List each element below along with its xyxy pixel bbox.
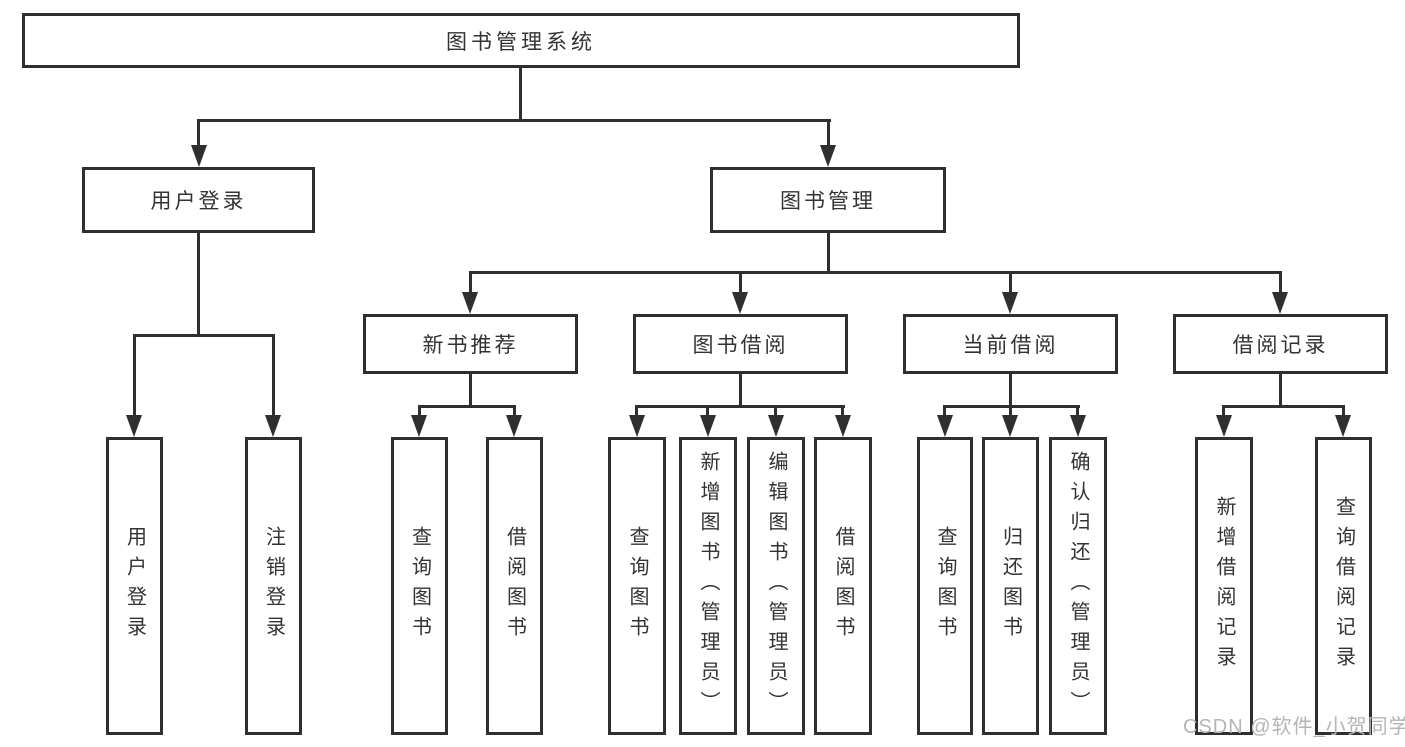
arrow-down-icon xyxy=(629,415,645,437)
csdn-watermark: CSDN @软件_小贺同学 xyxy=(1183,716,1405,738)
leaf-query-books: 查询图书 xyxy=(917,437,973,735)
connector-line xyxy=(1222,405,1344,408)
node-label: 图书管理 xyxy=(780,190,876,213)
arrow-down-icon xyxy=(462,292,478,314)
node-label: 图书管理系统 xyxy=(446,30,596,54)
connector-line xyxy=(1279,373,1282,407)
leaf-query-books: 查询图书 xyxy=(608,437,666,735)
connector-line xyxy=(635,405,845,408)
node-book-management: 图书管理 xyxy=(710,167,946,233)
connector-line xyxy=(197,119,831,122)
connector-line xyxy=(469,373,472,407)
connector-line xyxy=(1009,373,1012,407)
connector-line xyxy=(827,119,830,147)
leaf-user-login: 用户登录 xyxy=(106,437,163,735)
leaf-confirm-return-admin: 确认归还（管理员） xyxy=(1049,437,1107,735)
node-label: 用户登录 xyxy=(150,190,247,213)
arrow-down-icon xyxy=(768,415,784,437)
leaf-label: 编辑图书（管理员） xyxy=(765,451,787,721)
connector-line xyxy=(1009,405,1012,417)
arrow-down-icon xyxy=(1335,415,1351,437)
leaf-label: 借阅图书 xyxy=(832,526,854,646)
arrow-down-icon xyxy=(1216,415,1232,437)
leaf-label: 新增借阅记录 xyxy=(1213,496,1235,676)
arrow-down-icon xyxy=(1002,292,1018,314)
connector-line xyxy=(418,405,516,408)
leaf-query-books: 查询图书 xyxy=(391,437,448,735)
node-label: 新书推荐 xyxy=(422,334,519,357)
connector-line xyxy=(827,232,830,273)
leaf-add-books-admin: 新增图书（管理员） xyxy=(679,437,737,735)
connector-line xyxy=(469,271,472,294)
connector-line xyxy=(513,405,516,417)
node-user-login: 用户登录 xyxy=(82,167,315,233)
connector-line xyxy=(841,405,844,417)
leaf-label: 新增图书（管理员） xyxy=(697,451,719,721)
connector-line xyxy=(418,405,421,417)
connector-line xyxy=(469,271,1282,274)
connector-line xyxy=(943,405,946,417)
leaf-label: 查询图书 xyxy=(626,526,648,646)
arrow-down-icon xyxy=(126,415,142,437)
arrow-down-icon xyxy=(265,415,281,437)
arrow-down-icon xyxy=(411,415,427,437)
arrow-down-icon xyxy=(937,415,953,437)
arrow-down-icon xyxy=(1070,415,1086,437)
node-label: 当前借阅 xyxy=(962,334,1059,357)
node-library-management-system: 图书管理系统 xyxy=(22,13,1020,68)
arrow-down-icon xyxy=(1272,292,1288,314)
connector-line xyxy=(133,334,136,417)
leaf-return-books: 归还图书 xyxy=(982,437,1039,735)
connector-line xyxy=(197,232,200,335)
connector-line xyxy=(133,334,275,337)
connector-line xyxy=(1342,405,1345,417)
leaf-label: 确认归还（管理员） xyxy=(1067,451,1089,721)
connector-line xyxy=(197,119,200,147)
leaf-label: 归还图书 xyxy=(999,526,1022,646)
connector-line xyxy=(739,373,742,407)
leaf-add-borrow-record: 新增借阅记录 xyxy=(1195,437,1253,735)
connector-line xyxy=(774,405,777,417)
leaf-borrow-books: 借阅图书 xyxy=(814,437,872,735)
leaf-label: 查询图书 xyxy=(408,526,431,646)
leaf-logout: 注销登录 xyxy=(245,437,302,735)
connector-line xyxy=(1279,271,1282,294)
node-label: 借阅记录 xyxy=(1232,334,1329,357)
leaf-label: 查询借阅记录 xyxy=(1332,496,1355,676)
node-current-borrowing: 当前借阅 xyxy=(903,314,1118,374)
arrow-down-icon xyxy=(1002,415,1018,437)
node-book-borrowing: 图书借阅 xyxy=(633,314,848,374)
leaf-label: 用户登录 xyxy=(123,526,146,646)
node-borrowing-records: 借阅记录 xyxy=(1173,314,1388,374)
arrow-down-icon xyxy=(732,292,748,314)
leaf-label: 注销登录 xyxy=(262,526,285,646)
connector-line xyxy=(635,405,638,417)
arrow-down-icon xyxy=(820,145,836,167)
leaf-label: 借阅图书 xyxy=(503,526,526,646)
node-new-book-recommendation: 新书推荐 xyxy=(363,314,578,374)
leaf-query-borrow-record: 查询借阅记录 xyxy=(1315,437,1372,735)
connector-line xyxy=(1222,405,1225,417)
connector-line xyxy=(1009,271,1012,294)
connector-line xyxy=(519,66,522,121)
node-label: 图书借阅 xyxy=(692,334,789,357)
leaf-borrow-books: 借阅图书 xyxy=(486,437,543,735)
connector-line xyxy=(739,271,742,294)
leaf-edit-books-admin: 编辑图书（管理员） xyxy=(747,437,805,735)
connector-line xyxy=(706,405,709,417)
connector-line xyxy=(272,334,275,417)
arrow-down-icon xyxy=(835,415,851,437)
connector-line xyxy=(1076,405,1079,417)
arrow-down-icon xyxy=(700,415,716,437)
arrow-down-icon xyxy=(506,415,522,437)
leaf-label: 查询图书 xyxy=(934,526,956,646)
arrow-down-icon xyxy=(191,145,207,167)
